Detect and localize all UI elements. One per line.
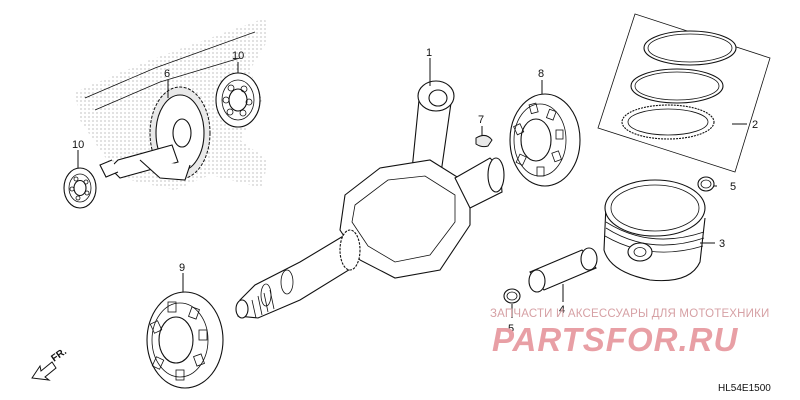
- callout-crankshaft: 1: [426, 47, 432, 59]
- piston-pin-clip-upper: [697, 176, 715, 192]
- balancer-gear: [99, 86, 211, 181]
- callout-bearing-left: 9: [179, 262, 185, 274]
- piston-pin: [528, 247, 598, 293]
- callout-piston: 3: [719, 238, 725, 250]
- front-direction-indicator: FR.: [31, 346, 69, 381]
- watermark: ЗАПЧАСТИ И АКСЕССУАРЫ ДЛЯ МОТОТЕХНИКИ PA…: [490, 308, 770, 358]
- callout-piston-ring-set: 2: [752, 119, 758, 131]
- bearing-left: [146, 291, 224, 389]
- balancer-bearing-lower: [63, 167, 97, 209]
- callout-balancer-bearing-lower: 10: [72, 139, 84, 151]
- callout-piston-pin-clip-upper: 5: [730, 181, 736, 193]
- callout-piston-pin: 4: [559, 304, 565, 316]
- piston: [603, 179, 706, 282]
- callout-balancer-bearing-upper: 10: [232, 50, 244, 62]
- piston-ring-set: [597, 13, 771, 173]
- callout-piston-pin-clip-lower: 5: [508, 323, 514, 335]
- callout-bearing-right: 8: [538, 68, 544, 80]
- callout-balancer-gear: 6: [164, 68, 170, 80]
- balancer-bearing-upper: [215, 72, 261, 128]
- diagram-code: HL54E1500: [718, 383, 771, 394]
- piston-pin-clip-lower: [503, 288, 521, 304]
- leader-lines: [77, 58, 747, 318]
- watermark-subtitle: ЗАПЧАСТИ И АКСЕССУАРЫ ДЛЯ МОТОТЕХНИКИ: [490, 308, 770, 320]
- callout-labels: 1 2 3 4 5 5 6 7 8 9 10 10: [72, 47, 758, 335]
- woodruff-key: [475, 134, 493, 148]
- callout-woodruff-key: 7: [478, 114, 484, 126]
- watermark-brand: PARTSFOR.RU: [492, 321, 738, 358]
- bearing-right: [509, 93, 581, 187]
- crankshaft: [235, 80, 505, 319]
